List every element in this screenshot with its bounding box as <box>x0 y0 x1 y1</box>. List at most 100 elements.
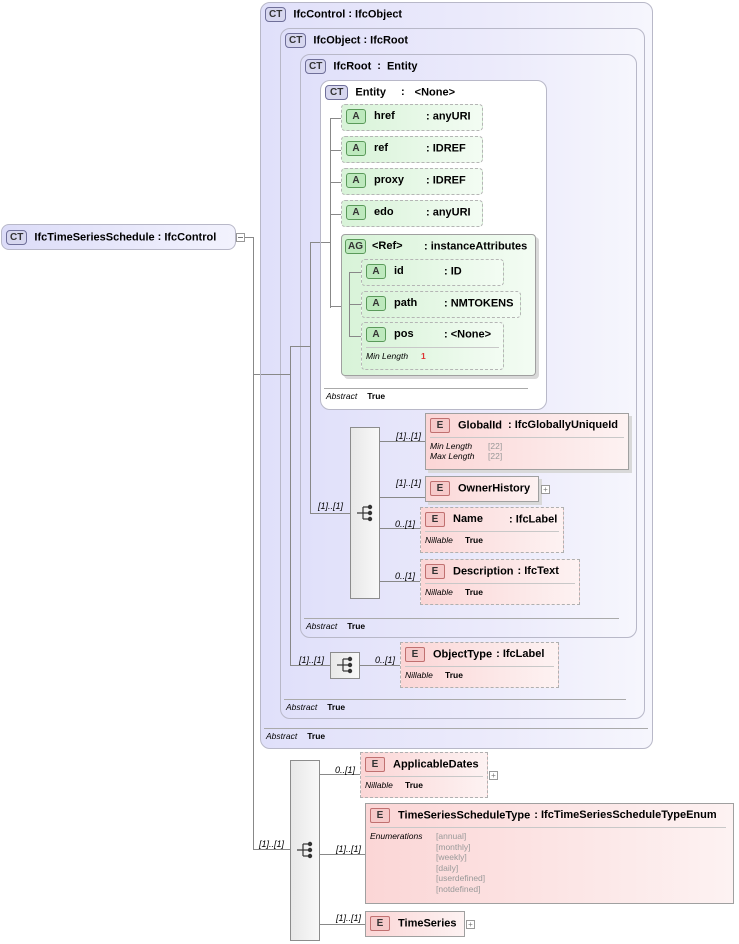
ifc-root-base: Entity <box>386 60 418 73</box>
sequence-icon <box>337 656 353 674</box>
attribute-icon: A <box>366 327 386 342</box>
connector <box>321 242 331 243</box>
divider <box>264 728 648 729</box>
attribute-icon: A <box>366 264 386 279</box>
entity-name: Entity <box>355 86 386 99</box>
ifc-control-base: IfcObject <box>355 8 403 21</box>
divider <box>304 618 619 619</box>
ifc-root-name: IfcRoot <box>333 60 372 73</box>
cardinality-label: 0..[1] <box>375 655 396 665</box>
element-icon: E <box>430 418 450 433</box>
cardinality-label: [1]..[1] <box>336 844 362 854</box>
connector <box>310 242 322 243</box>
cardinality-label: 0..[1] <box>395 571 416 581</box>
element-icon: E <box>430 481 450 496</box>
connector <box>330 150 342 151</box>
connector <box>330 306 342 307</box>
connector <box>320 854 365 855</box>
cardinality-label: [1]..[1] <box>299 655 325 665</box>
connector <box>310 513 350 514</box>
collapse-toggle-icon[interactable] <box>236 233 245 242</box>
enumeration-list: [annual] [monthly] [weekly] [daily] [use… <box>436 831 486 894</box>
entity-base: <None> <box>414 86 455 99</box>
expand-icon[interactable]: + <box>489 771 498 780</box>
connector <box>253 237 254 849</box>
connector <box>253 849 290 850</box>
attribute-icon: A <box>346 109 366 124</box>
cardinality-label: [1]..[1] <box>259 839 285 849</box>
element-icon: E <box>370 916 390 931</box>
element-icon: E <box>425 512 445 527</box>
ifc-control-name: IfcControl <box>293 8 346 21</box>
root-type-box[interactable]: CT IfcTimeSeriesSchedule:IfcControl <box>1 224 236 250</box>
complex-type-icon: CT <box>285 33 307 48</box>
cardinality-label: 0..[1] <box>395 519 416 529</box>
complex-type-icon: CT <box>6 230 28 245</box>
attribute-group-icon: AG <box>345 239 366 254</box>
complex-type-icon: CT <box>305 59 327 74</box>
sequence-icon <box>297 841 313 859</box>
connector <box>300 346 311 347</box>
connector <box>261 374 281 375</box>
connector <box>290 665 330 666</box>
expand-icon[interactable]: + <box>541 485 550 494</box>
ifc-object-base: IfcRoot <box>370 34 409 47</box>
connector <box>290 346 301 347</box>
connector <box>320 774 360 775</box>
connector <box>330 182 342 183</box>
divider <box>324 388 528 389</box>
cardinality-label: [1]..[1] <box>396 431 422 441</box>
connector <box>330 118 331 308</box>
connector <box>349 304 361 305</box>
connector <box>380 581 420 582</box>
element-icon: E <box>365 757 385 772</box>
connector <box>330 118 342 119</box>
cardinality-label: 0..[1] <box>335 765 356 775</box>
connector <box>349 272 361 273</box>
root-type-base: IfcControl <box>164 231 217 244</box>
connector <box>380 497 426 498</box>
root-type-name: IfcTimeSeriesSchedule <box>34 231 155 244</box>
divider <box>284 699 626 700</box>
element-icon: E <box>425 564 445 579</box>
complex-type-icon: CT <box>325 85 349 100</box>
complex-type-icon: CT <box>265 7 287 22</box>
connector <box>280 374 291 375</box>
connector <box>310 242 311 514</box>
attribute-icon: A <box>346 141 366 156</box>
ifc-object-name: IfcObject <box>313 34 361 47</box>
attribute-icon: A <box>346 205 366 220</box>
element-icon: E <box>370 808 390 823</box>
attribute-icon: A <box>346 173 366 188</box>
connector <box>320 924 365 925</box>
connector <box>290 346 291 666</box>
expand-icon[interactable]: + <box>466 920 475 929</box>
cardinality-label: [1]..[1] <box>336 913 362 923</box>
connector <box>380 528 420 529</box>
cardinality-label: [1]..[1] <box>396 478 422 488</box>
attribute-icon: A <box>366 296 386 311</box>
connector <box>360 665 400 666</box>
element-icon: E <box>405 647 425 662</box>
connector <box>349 336 361 337</box>
